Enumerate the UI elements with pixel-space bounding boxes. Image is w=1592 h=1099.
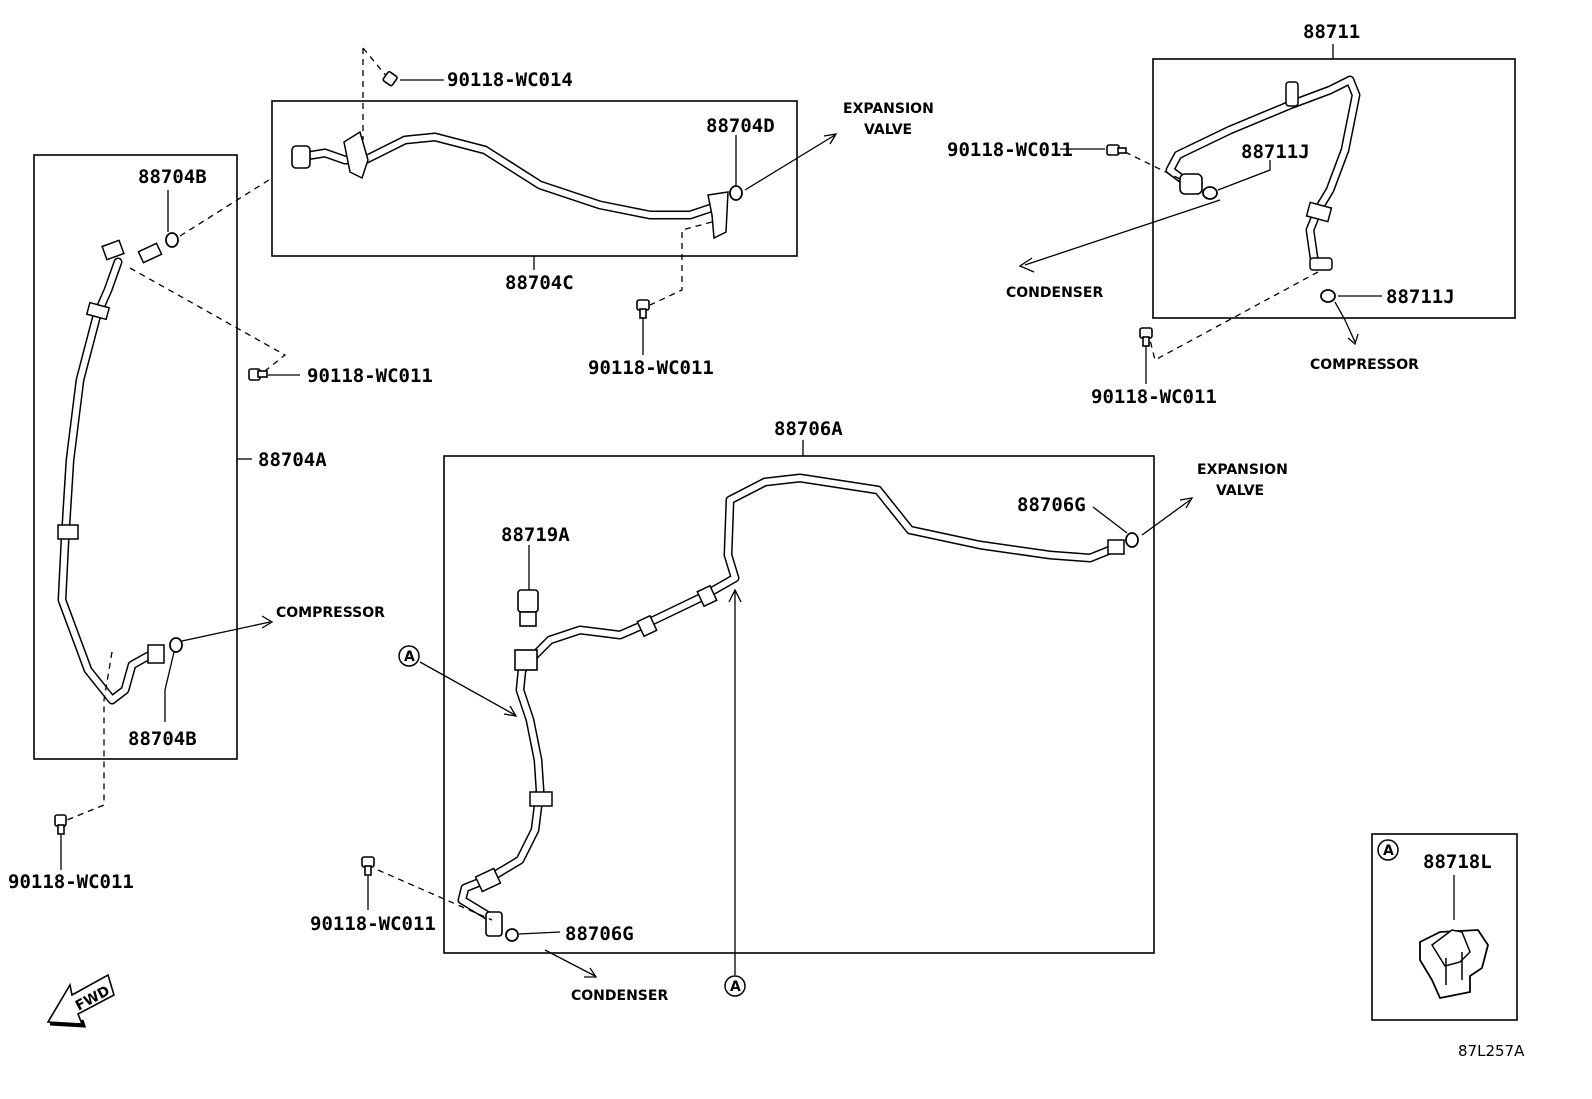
dash-bolt-left-bottom — [61, 651, 113, 823]
dash-bolt-left-mid — [129, 267, 287, 376]
leader-88711J-upper — [1217, 160, 1271, 191]
pipe-88706A — [457, 473, 1125, 937]
label-expansion-1a: EXPANSION — [843, 101, 934, 117]
label-condenser-right: CONDENSER — [1006, 285, 1103, 301]
box-detail-a — [1371, 833, 1518, 1021]
arrow-expansion-valve-2 — [1141, 499, 1191, 536]
label-88711: 88711 — [1303, 21, 1360, 43]
label-88704D: 88704D — [706, 115, 775, 137]
dash-bolt-right-bottom — [1149, 271, 1319, 361]
arrow-compressor-right — [1334, 301, 1356, 343]
arrowhead-expansion-valve-1 — [823, 133, 838, 145]
label-88718L: 88718L — [1423, 851, 1492, 873]
label-88706G-right: 88706G — [1017, 494, 1086, 516]
leader-88706G-right — [1092, 506, 1128, 534]
svg-text:A: A — [1383, 843, 1394, 859]
dash-bolt-center-top — [649, 221, 713, 306]
bolt-center-top — [636, 299, 650, 319]
bolt-center-bottom — [361, 856, 375, 876]
dash-88704B-to-88704C — [179, 177, 273, 237]
pipe-88704A — [57, 239, 165, 705]
arrow-expansion-valve-1 — [744, 134, 836, 191]
box-88711 — [1152, 58, 1516, 319]
leader-88706G-bottom — [518, 931, 561, 935]
arrowhead-condenser-right — [1018, 257, 1035, 273]
bolt-wc014 — [382, 71, 398, 87]
pipe-88704C — [291, 130, 729, 240]
label-expansion-2b: VALVE — [1216, 483, 1264, 499]
arrowhead-compressor-right — [1347, 333, 1359, 346]
label-bolt-center-bottom: 90118-WC011 — [310, 913, 436, 935]
label-88704A: 88704A — [258, 449, 327, 471]
leader-88704B-bottom — [164, 651, 175, 722]
label-expansion-1b: VALVE — [864, 122, 912, 138]
bolt-right-top — [1106, 144, 1127, 156]
callout-a2: A — [724, 975, 746, 997]
callout-a1: A — [398, 645, 420, 667]
box-88706A — [443, 455, 1155, 954]
fwd-arrow-icon: FWD — [46, 973, 115, 1028]
label-88711J-lower: 88711J — [1386, 286, 1455, 308]
label-bolt-center-top: 90118-WC011 — [588, 357, 714, 379]
arrowhead-callout-a2 — [728, 588, 742, 603]
label-condenser-bottom: CONDENSER — [571, 988, 668, 1004]
label-bolt-wc014: 90118-WC014 — [447, 69, 573, 91]
label-bolt-right-bottom: 90118-WC011 — [1091, 386, 1217, 408]
oring-88711J-lower — [1320, 289, 1336, 303]
clip-88718L — [1419, 929, 1489, 1000]
diagram-code: 87L257A — [1458, 1042, 1525, 1060]
sensor-88719A — [517, 589, 539, 627]
pipe-88711 — [1165, 75, 1361, 271]
label-bolt-right-top: 90118-WC011 — [947, 139, 1073, 161]
arrowhead-compressor-left — [261, 615, 274, 629]
label-bolt-left-mid: 90118-WC011 — [307, 365, 433, 387]
arrowhead-expansion-valve-2 — [1179, 497, 1194, 509]
oring-88704B-bottom — [169, 637, 183, 653]
label-compressor-left: COMPRESSOR — [276, 605, 385, 621]
arrowhead-callout-a1 — [503, 705, 518, 717]
label-88706G-bottom: 88706G — [565, 923, 634, 945]
dash-bolt-wc014 — [362, 47, 389, 79]
bolt-left-bottom — [54, 814, 67, 835]
dash-bolt-center-bottom — [377, 869, 493, 921]
bolt-left-mid — [248, 368, 268, 381]
label-88719A: 88719A — [501, 524, 570, 546]
arrow-callout-a1 — [419, 661, 516, 716]
svg-text:A: A — [404, 649, 415, 665]
callout-a3: A — [1377, 839, 1399, 861]
box-88704A — [33, 154, 238, 760]
oring-88706G-bottom — [505, 928, 519, 942]
label-bolt-left-bottom: 90118-WC011 — [8, 871, 134, 893]
oring-88704B-top — [165, 232, 179, 248]
label-expansion-2a: EXPANSION — [1197, 462, 1288, 478]
arrow-condenser-right — [1024, 199, 1221, 266]
oring-88706G-right — [1125, 532, 1139, 548]
label-88704B-top: 88704B — [138, 166, 207, 188]
arrowhead-condenser-bottom — [584, 967, 598, 978]
oring-88704D — [729, 185, 743, 201]
label-88711J-upper: 88711J — [1241, 141, 1310, 163]
label-88706A: 88706A — [774, 418, 843, 440]
label-88704C: 88704C — [505, 272, 574, 294]
oring-88711J-upper — [1202, 186, 1218, 200]
label-88704B-bottom: 88704B — [128, 728, 197, 750]
svg-text:A: A — [730, 979, 741, 995]
arrow-condenser-bottom — [544, 949, 596, 977]
arrow-compressor-left — [181, 621, 271, 642]
label-compressor-right: COMPRESSOR — [1310, 357, 1419, 373]
